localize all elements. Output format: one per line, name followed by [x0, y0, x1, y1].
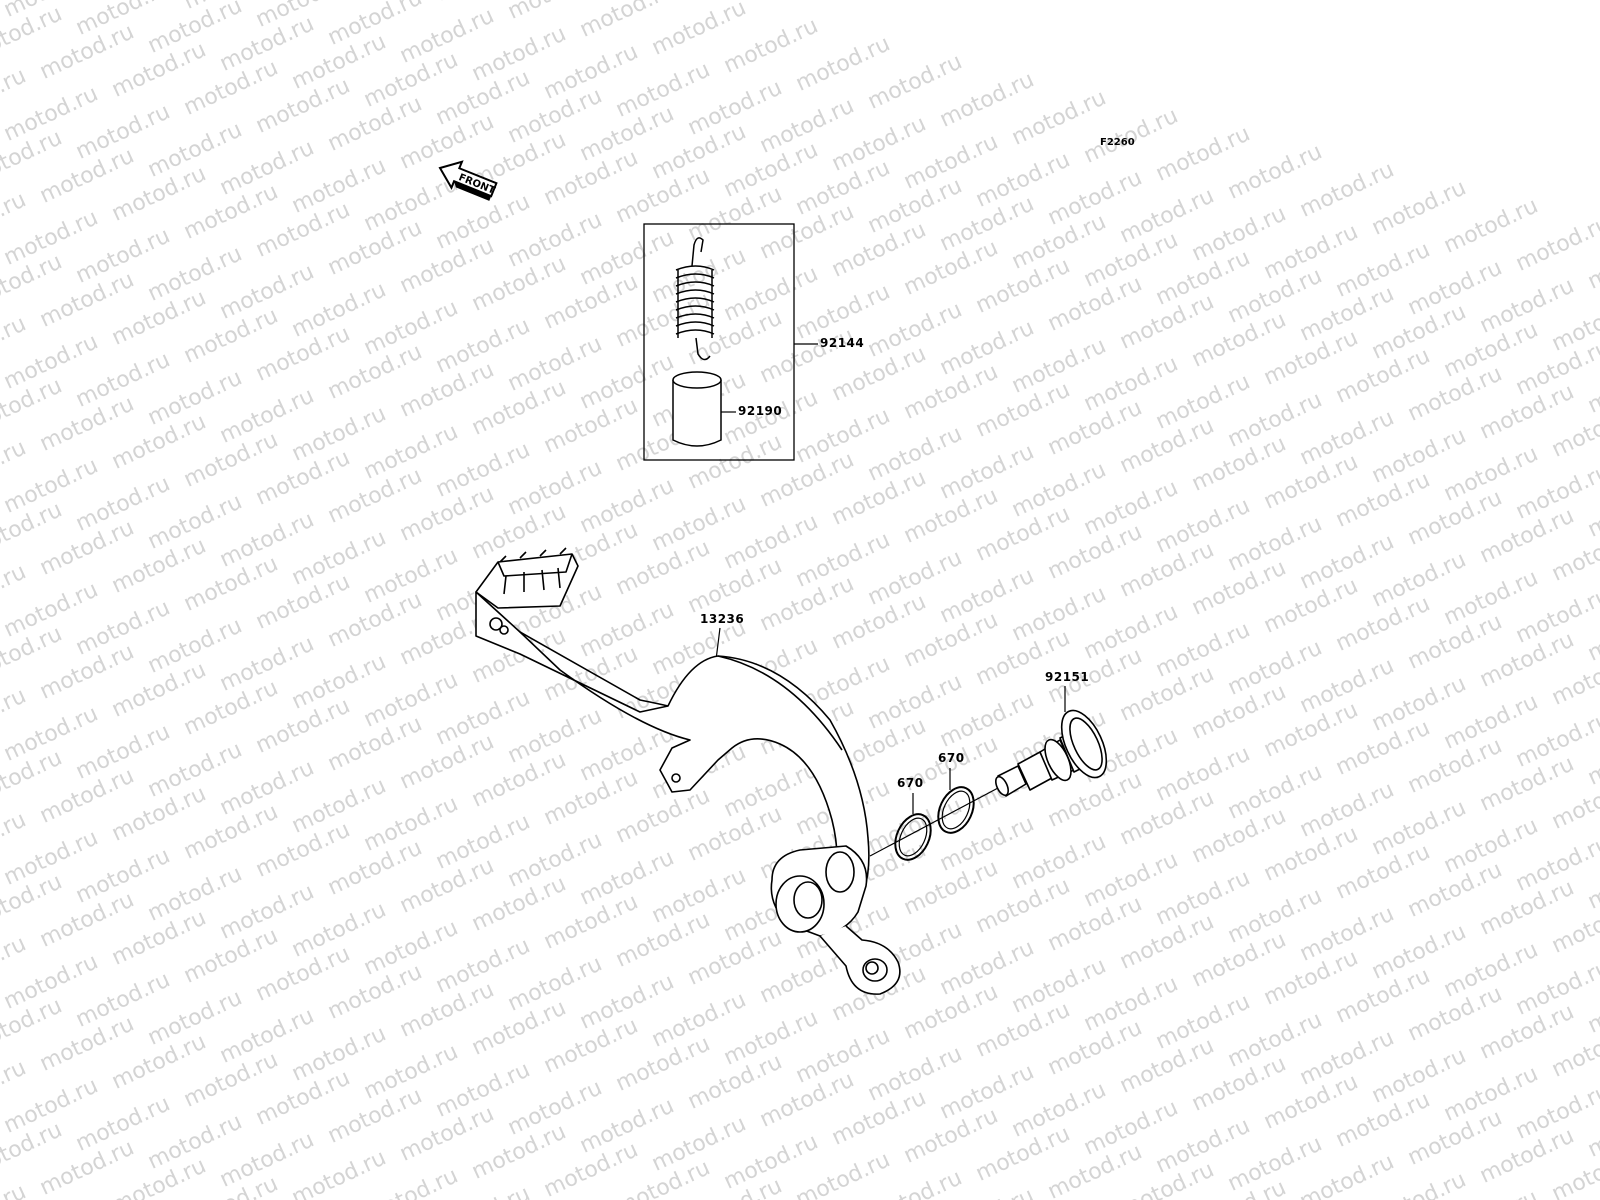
brake-pedal-part — [475, 547, 901, 995]
o-ring-1-part — [894, 813, 932, 861]
diagram-code: F2260 — [1100, 137, 1135, 148]
pivot-shaft-part — [995, 709, 1108, 797]
o-ring-2-part — [937, 786, 975, 834]
part-label-92144[interactable]: 92144 — [820, 336, 865, 350]
collar-part — [672, 371, 722, 447]
part-label-13236[interactable]: 13236 — [700, 612, 745, 626]
leader-lines — [715, 343, 1066, 814]
part-label-92190[interactable]: 92190 — [738, 404, 783, 418]
kit-box — [643, 223, 795, 461]
part-label-92151[interactable]: 92151 — [1045, 670, 1090, 684]
assembly-axis — [869, 787, 999, 857]
part-label-670-left[interactable]: 670 — [897, 776, 924, 790]
part-label-670-right[interactable]: 670 — [938, 751, 965, 765]
spring-part — [675, 237, 715, 361]
front-arrow-icon: FRONT — [438, 160, 498, 201]
